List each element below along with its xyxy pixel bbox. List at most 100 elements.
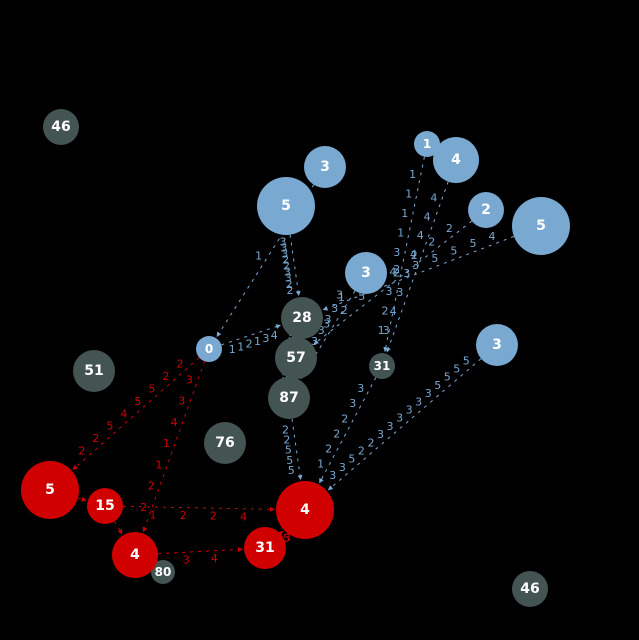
edge-label: 2	[411, 249, 418, 262]
node-n80[interactable]: 80	[151, 560, 175, 584]
edge-line	[313, 220, 473, 345]
edge-label: 1	[409, 168, 416, 181]
edge-label: 4	[271, 329, 278, 342]
edge-label: 4	[390, 305, 397, 318]
edge-label: 3	[281, 248, 288, 261]
edge-label: 3	[311, 335, 318, 348]
node-b0[interactable]: 0	[196, 336, 222, 362]
edge-label: 2	[393, 263, 400, 276]
node-circle[interactable]	[369, 353, 395, 379]
node-circle[interactable]	[43, 109, 79, 145]
node-circle[interactable]	[275, 337, 317, 379]
node-label: 5	[281, 198, 291, 214]
edge-label: 2	[177, 358, 184, 371]
node-label: 76	[215, 435, 234, 451]
edge-label: 2	[341, 304, 348, 317]
edge-label: 3	[288, 330, 295, 343]
node-circle[interactable]	[414, 131, 440, 157]
node-circle[interactable]	[196, 336, 222, 362]
node-circle[interactable]	[268, 377, 310, 419]
node-circle[interactable]	[512, 197, 570, 255]
edge-line	[319, 377, 377, 484]
node-b3c[interactable]: 3	[476, 324, 518, 366]
node-b3b[interactable]: 3	[345, 252, 387, 294]
node-n51[interactable]: 51	[73, 350, 115, 392]
node-r15[interactable]: 15	[87, 488, 123, 524]
node-n57[interactable]: 57	[275, 337, 317, 379]
node-n46a[interactable]: 46	[43, 109, 79, 145]
node-r4a[interactable]: 4	[112, 532, 158, 578]
edge-line	[322, 235, 515, 311]
edge-label: 1	[237, 340, 244, 353]
edge-label: 3	[280, 241, 287, 254]
edge-label: 1	[255, 250, 262, 263]
node-circle[interactable]	[468, 192, 504, 228]
node-b3a[interactable]: 3	[304, 146, 346, 188]
edge-label: 5	[148, 382, 155, 395]
edge-label: 5	[288, 464, 295, 477]
edge-label: 2	[180, 509, 187, 522]
node-r5[interactable]: 5	[21, 461, 79, 519]
edge-line	[386, 181, 449, 353]
node-circle[interactable]	[21, 461, 79, 519]
node-b1[interactable]: 1	[414, 131, 440, 157]
node-circle[interactable]	[204, 422, 246, 464]
edge-line	[122, 505, 275, 512]
edge-label: 2	[382, 304, 389, 317]
node-circle[interactable]	[257, 177, 315, 235]
node-circle[interactable]	[244, 527, 286, 569]
node-b5a[interactable]: 5	[257, 177, 315, 235]
edge-label: 5	[450, 244, 457, 257]
edges-layer: 1111343214444334333322332222223523455532…	[72, 156, 515, 567]
edge-label: 2	[428, 236, 435, 249]
node-label: 2	[481, 202, 491, 218]
node-circle[interactable]	[151, 560, 175, 584]
node-label: 87	[279, 390, 298, 406]
edge-label: 3	[280, 235, 287, 248]
edge-label: 5	[283, 532, 290, 545]
edge-label: 3	[406, 404, 413, 417]
node-n76[interactable]: 76	[204, 422, 246, 464]
node-b2[interactable]: 2	[468, 192, 504, 228]
node-circle[interactable]	[433, 137, 479, 183]
node-r4b[interactable]: 4	[276, 481, 334, 539]
edge-label: 2	[368, 436, 375, 449]
node-circle[interactable]	[304, 146, 346, 188]
node-circle[interactable]	[112, 532, 158, 578]
node-circle[interactable]	[281, 297, 323, 339]
edge-label: 5	[358, 290, 365, 303]
node-b5b[interactable]: 5	[512, 197, 570, 255]
node-n46b[interactable]: 46	[512, 571, 548, 607]
edge-label: 2	[282, 424, 289, 437]
node-r31[interactable]: 31	[244, 527, 286, 569]
edge-label: 5	[444, 371, 451, 384]
edge-line	[216, 184, 315, 338]
edge-label: 2	[287, 284, 294, 297]
node-circle[interactable]	[476, 324, 518, 366]
node-b4[interactable]: 4	[433, 137, 479, 183]
node-label: 4	[451, 152, 461, 168]
node-n31g[interactable]: 31	[369, 353, 395, 379]
edge-label: 4	[410, 248, 417, 261]
edge-label: 3	[383, 324, 390, 337]
node-circle[interactable]	[345, 252, 387, 294]
node-label: 3	[492, 337, 502, 353]
edge-label: 4	[240, 510, 247, 523]
node-circle[interactable]	[73, 350, 115, 392]
node-label: 5	[45, 482, 55, 498]
edge-label: 3	[415, 395, 422, 408]
node-circle[interactable]	[512, 571, 548, 607]
edge-line	[291, 418, 303, 481]
edge-label: 1	[150, 509, 157, 522]
node-circle[interactable]	[276, 481, 334, 539]
node-n87[interactable]: 87	[268, 377, 310, 419]
node-n28[interactable]: 28	[281, 297, 323, 339]
node-label: 5	[536, 218, 546, 234]
node-circle[interactable]	[87, 488, 123, 524]
